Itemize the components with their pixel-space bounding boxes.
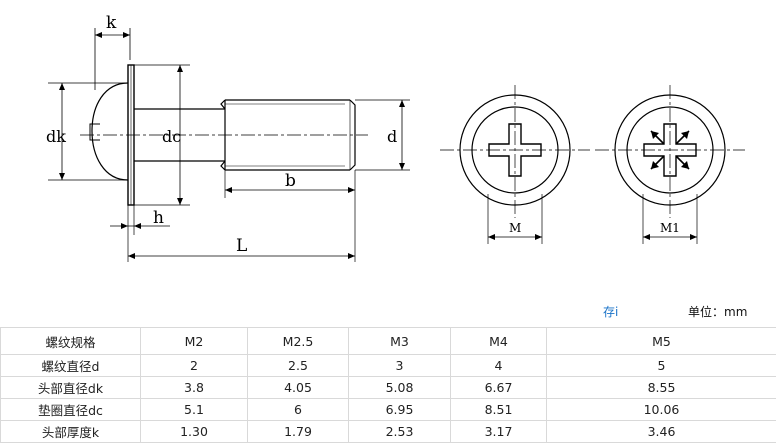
label-M1: M1 bbox=[660, 221, 680, 235]
value-cell: M5 bbox=[546, 327, 776, 355]
value-cell: 6 bbox=[247, 398, 349, 421]
value-cell: 3 bbox=[348, 354, 451, 377]
value-cell: 2 bbox=[140, 354, 248, 377]
value-cell: 3.8 bbox=[140, 376, 248, 399]
value-cell: 6.67 bbox=[450, 376, 547, 399]
value-cell: 5.08 bbox=[348, 376, 451, 399]
label-h: h bbox=[153, 208, 164, 228]
phillips-head-view bbox=[440, 85, 590, 244]
value-cell: M4 bbox=[450, 327, 547, 355]
row-label-cell: 头部厚度k bbox=[0, 420, 141, 443]
value-cell: 4 bbox=[450, 354, 547, 377]
save-link[interactable]: 存i bbox=[603, 305, 619, 319]
value-cell: 1.79 bbox=[247, 420, 349, 443]
label-d: d bbox=[387, 127, 397, 146]
value-cell: M3 bbox=[348, 327, 451, 355]
value-cell: 2.5 bbox=[247, 354, 349, 377]
value-cell: 10.06 bbox=[546, 398, 776, 421]
row-label-cell: 头部直径dk bbox=[0, 376, 141, 399]
label-b: b bbox=[285, 171, 296, 191]
label-M: M bbox=[509, 221, 521, 235]
row-label-cell: 垫圈直径dc bbox=[0, 398, 141, 421]
row-label-cell: 螺纹规格 bbox=[0, 327, 141, 355]
value-cell: 2.53 bbox=[348, 420, 451, 443]
label-k: k bbox=[106, 13, 117, 33]
value-cell: M2 bbox=[140, 327, 248, 355]
pozidriv-head-view bbox=[595, 85, 745, 244]
row-label-cell: 螺纹直径d bbox=[0, 354, 141, 377]
value-cell: 8.51 bbox=[450, 398, 547, 421]
label-dc: dc bbox=[162, 127, 181, 146]
unit-label: 单位：mm bbox=[688, 305, 748, 319]
value-cell: 6.95 bbox=[348, 398, 451, 421]
value-cell: 5.1 bbox=[140, 398, 248, 421]
value-cell: 8.55 bbox=[546, 376, 776, 399]
value-cell: 5 bbox=[546, 354, 776, 377]
value-cell: 4.05 bbox=[247, 376, 349, 399]
value-cell: 3.46 bbox=[546, 420, 776, 443]
label-dk: dk bbox=[46, 127, 66, 146]
value-cell: 1.30 bbox=[140, 420, 248, 443]
label-L: L bbox=[236, 236, 247, 256]
screw-technical-drawing: k dk dc d b h L M M1 bbox=[46, 13, 745, 262]
value-cell: M2.5 bbox=[247, 327, 349, 355]
value-cell: 3.17 bbox=[450, 420, 547, 443]
